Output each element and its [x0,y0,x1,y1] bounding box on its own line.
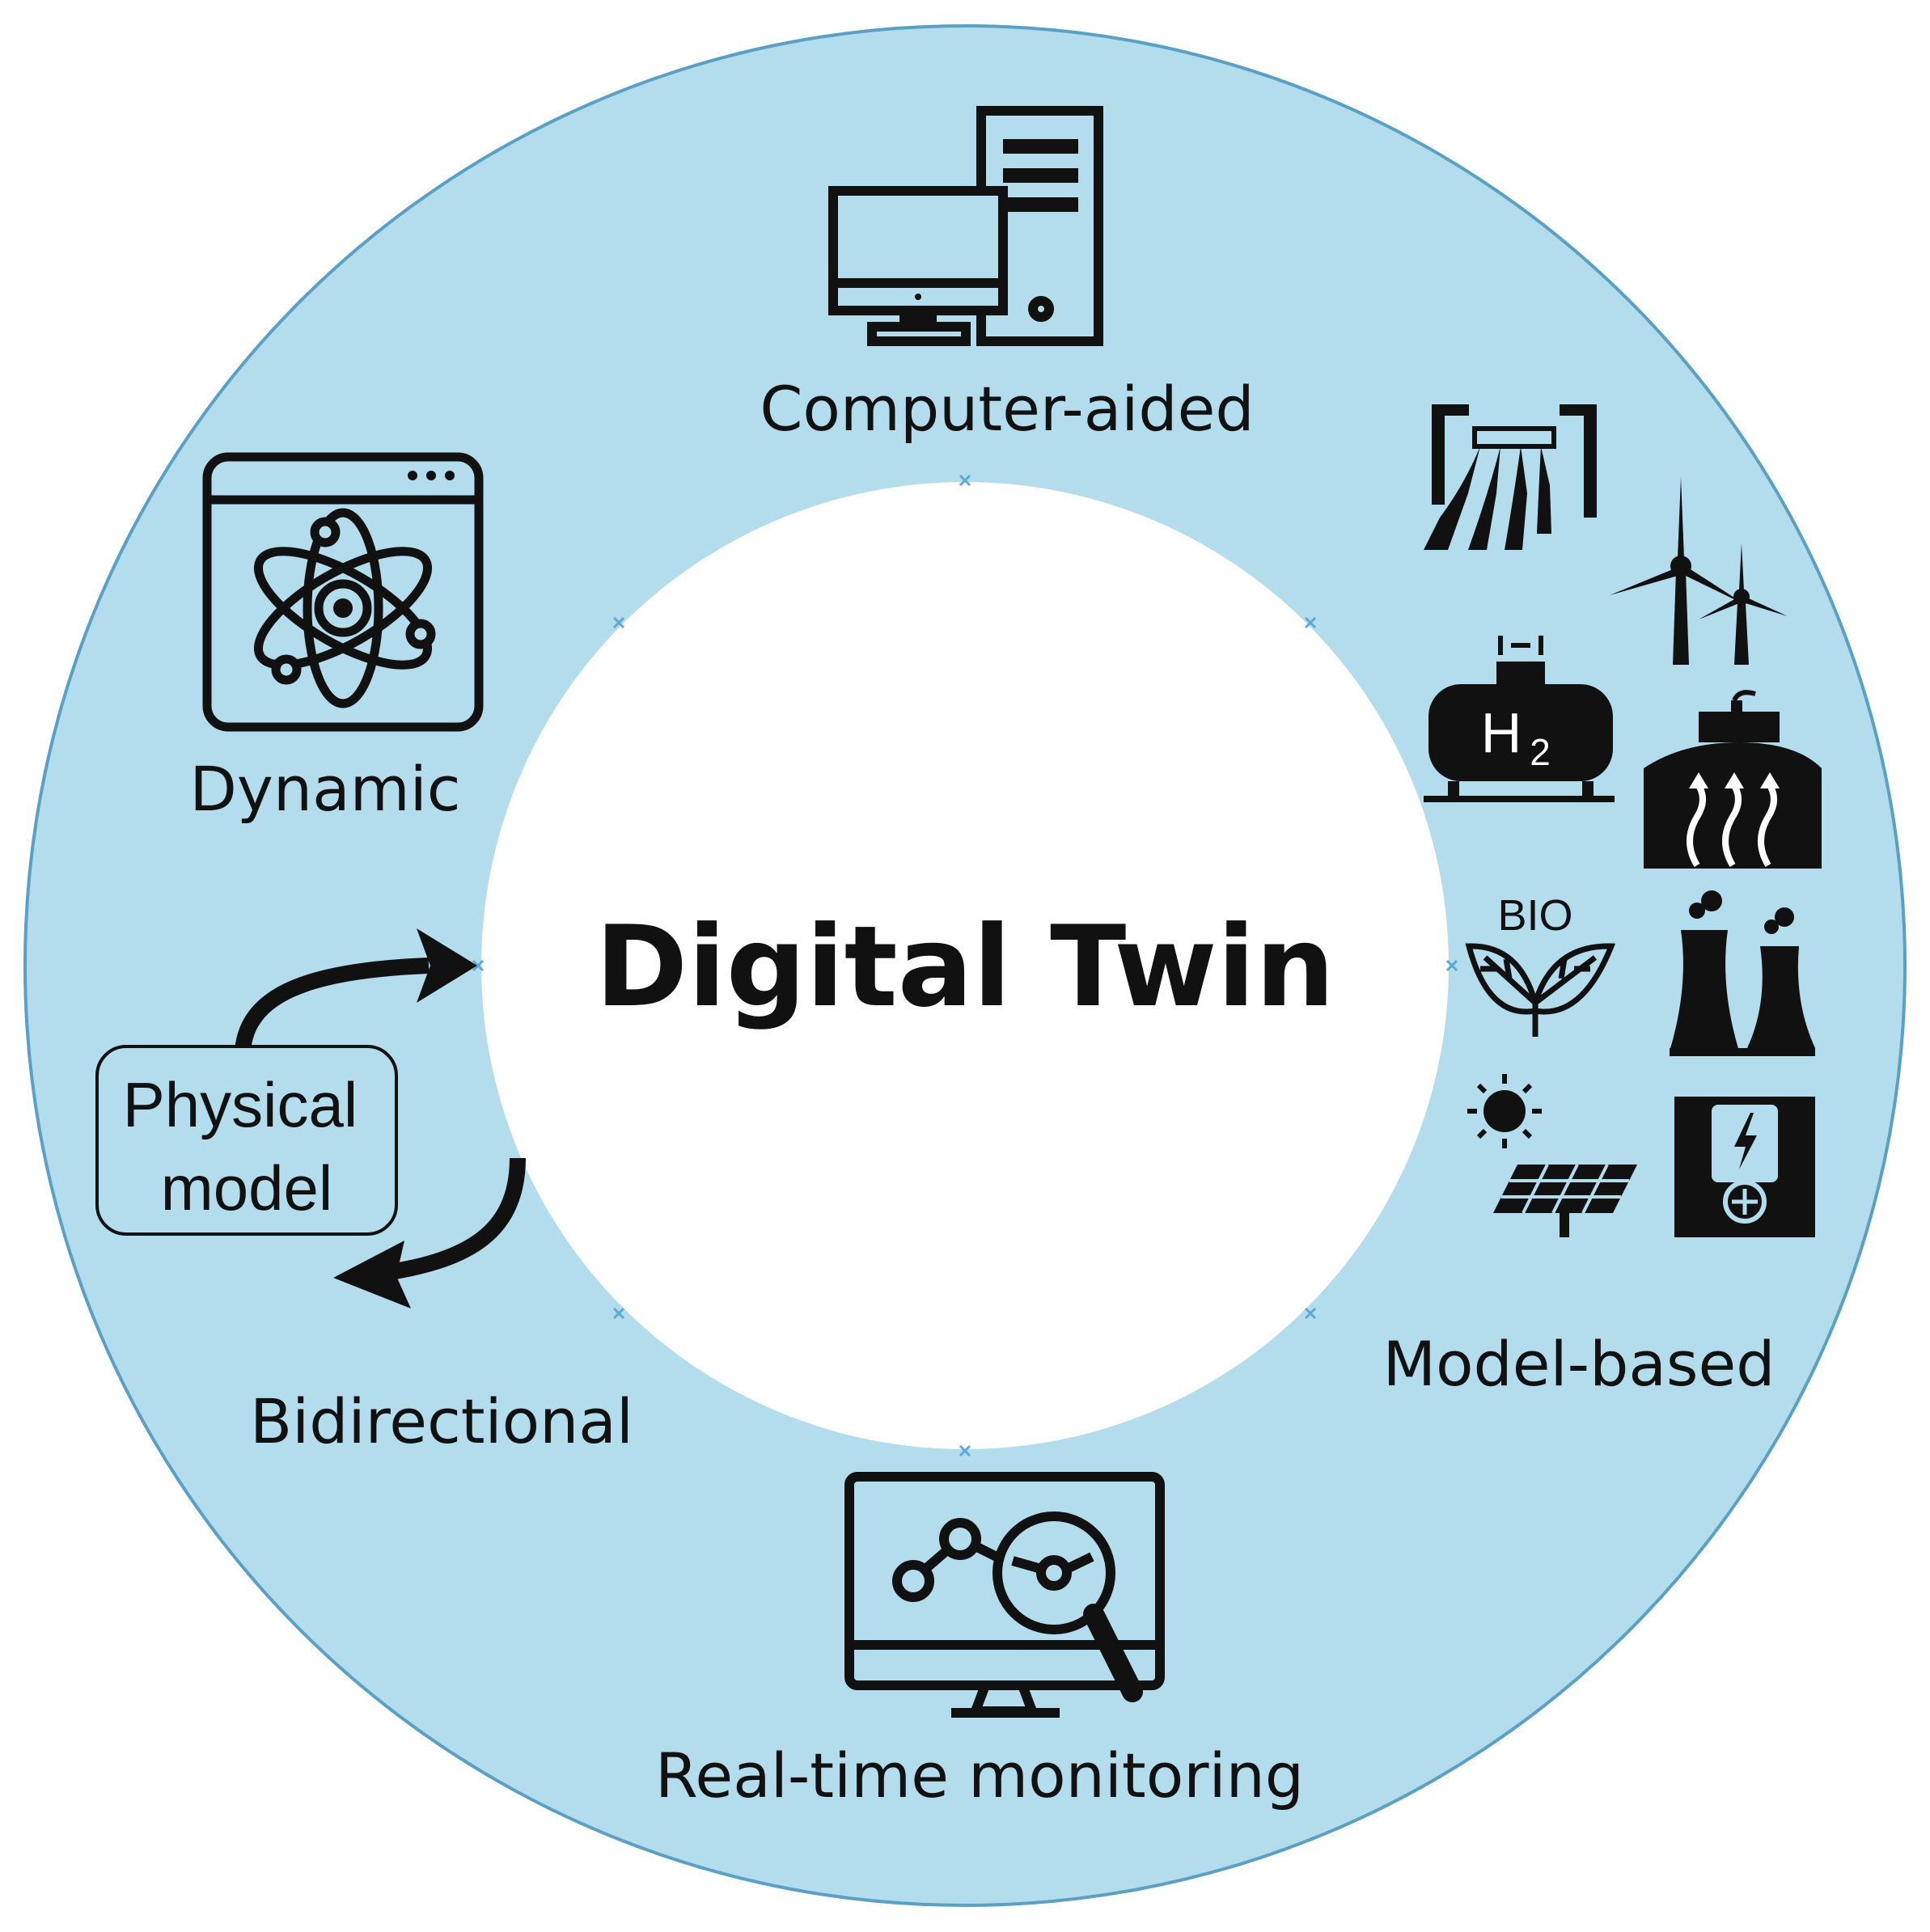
real-time-monitoring-label: Real-time monitoring [655,1740,1304,1812]
hydrogen-tank-icon: H 2 [1424,636,1615,802]
dynamic-label: Dynamic [189,753,460,825]
computer-aided-label: Computer-aided [760,373,1254,445]
physical-model-line1: Physical [123,1069,358,1140]
battery-storage-icon [1674,1097,1815,1237]
inner-circle-markers [472,474,1458,1457]
model-based-label: Model-based [1382,1328,1775,1400]
desktop-computer-icon [828,106,1103,346]
bidirectional-arrows-icon [235,928,526,1308]
monitor-analytics-icon [844,1472,1165,1718]
bio-label: BIO [1497,891,1572,940]
physical-model-box [95,1045,398,1236]
geothermal-icon [1644,690,1822,869]
power-plant-icon [1670,890,1815,1056]
hydro-dam-icon [1424,404,1597,550]
solar-panel-icon [1467,1074,1637,1237]
physical-model-line2: model [161,1152,332,1224]
h2-label: H [1481,701,1522,764]
h2-subscript: 2 [1530,731,1551,773]
bidirectional-label: Bidirectional [250,1385,633,1457]
center-circle [481,482,1449,1449]
diagram-title: Digital Twin [595,902,1335,1032]
atom-window-icon [202,452,484,732]
wind-turbine-icon [1610,477,1788,665]
biomass-icon: BIO [1465,891,1616,1037]
